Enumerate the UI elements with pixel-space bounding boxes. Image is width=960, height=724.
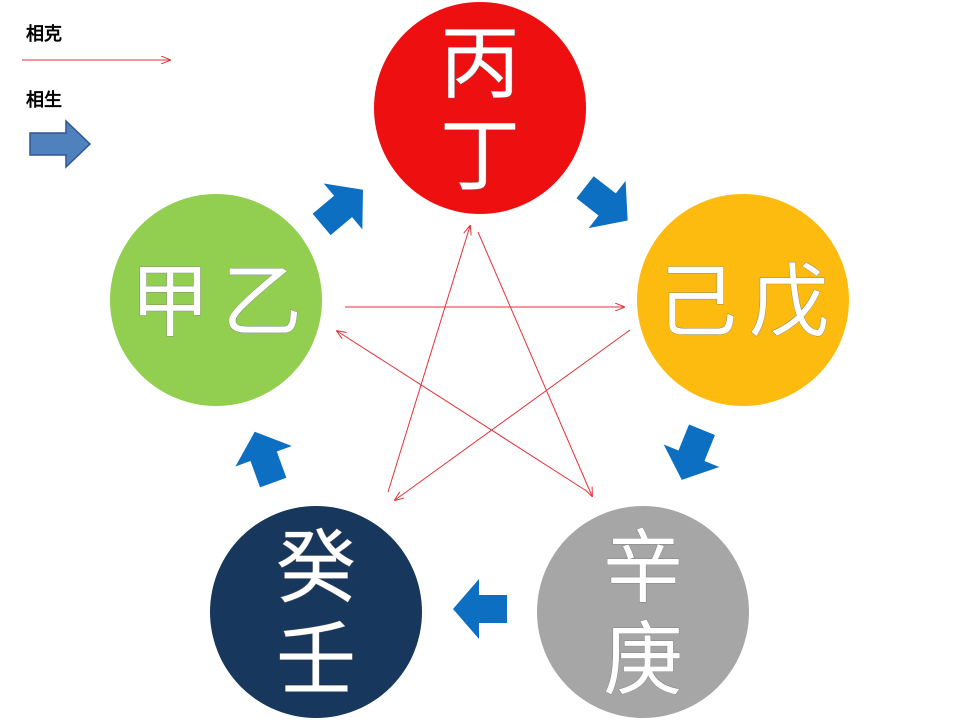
legend-sheng-arrow	[29, 119, 92, 169]
legend-ke-label: 相克	[26, 24, 62, 45]
node-metal-char-2: 庚	[603, 614, 683, 707]
nodes-layer: 丙丁己戊辛庚癸壬甲乙	[110, 2, 849, 718]
node-fire-char-2: 丁	[440, 110, 520, 203]
node-water-char-1: 癸	[276, 522, 356, 615]
node-metal-circle	[537, 506, 749, 718]
node-earth: 己戊	[637, 194, 849, 406]
legend-sheng-label: 相生	[26, 90, 62, 111]
ke-lines-layer	[337, 226, 631, 500]
node-earth-char-2: 戊	[749, 256, 829, 349]
node-fire-char-1: 丙	[440, 18, 520, 111]
ke-line-fire-to-metal	[477, 231, 592, 496]
node-wood-circle	[110, 194, 322, 406]
node-earth-char-1: 己	[657, 256, 737, 349]
node-wood-char-2: 乙	[222, 256, 302, 349]
node-earth-circle	[637, 194, 849, 406]
node-wood-char-1: 甲	[130, 256, 210, 349]
node-water-circle	[210, 506, 422, 718]
ke-line-metal-to-wood	[337, 331, 586, 491]
sheng-arrows-layer	[235, 176, 720, 639]
ke-line-water-to-fire	[387, 226, 470, 493]
node-water-char-2: 壬	[276, 614, 356, 707]
node-fire-circle	[374, 2, 586, 214]
sheng-arrow-fire-to-earth	[576, 176, 628, 229]
sheng-arrow-earth-to-metal	[663, 424, 720, 480]
node-metal-char-1: 辛	[603, 522, 683, 615]
sheng-arrow-metal-to-water	[453, 579, 507, 639]
node-water: 癸壬	[210, 506, 422, 718]
node-wood: 甲乙	[110, 194, 322, 406]
sheng-arrow-wood-to-fire	[312, 183, 363, 236]
ke-line-earth-to-water	[395, 329, 631, 500]
node-metal: 辛庚	[537, 506, 749, 718]
node-fire: 丙丁	[374, 2, 586, 214]
sheng-arrow-water-to-wood	[235, 431, 292, 488]
